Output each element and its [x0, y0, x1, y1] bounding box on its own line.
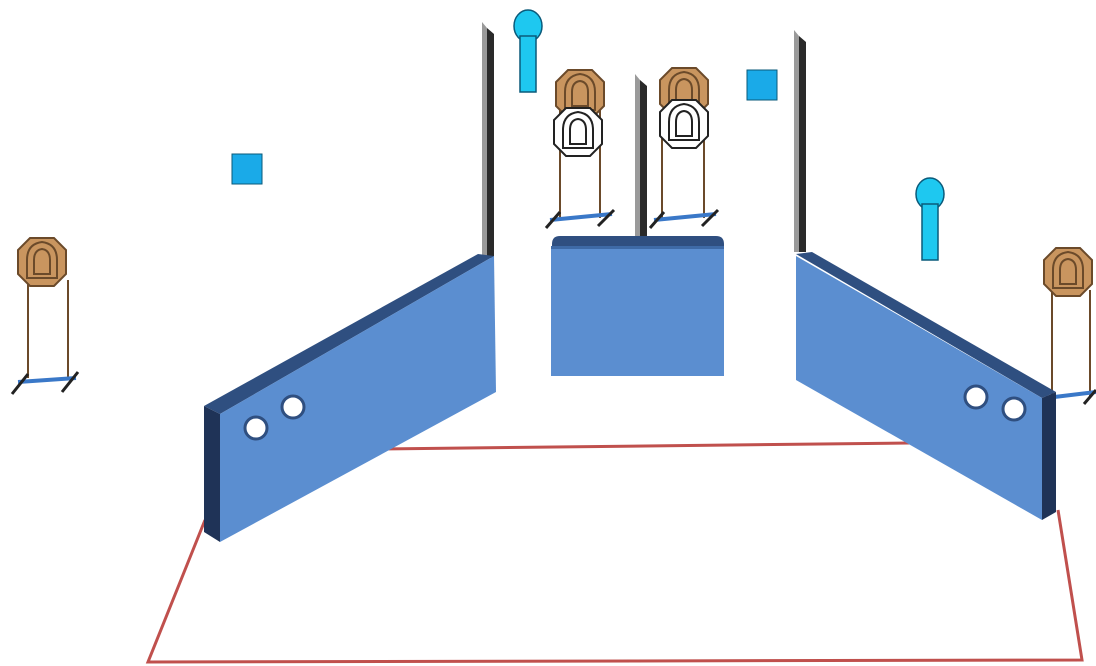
steel-plate-icon — [231, 153, 263, 185]
shooting-port — [243, 415, 269, 441]
shooting-port — [280, 394, 306, 420]
popper-icon — [915, 177, 945, 261]
target-stand — [10, 280, 80, 395]
no-shoot-target-icon — [659, 99, 709, 149]
no-shoot-target-icon — [553, 107, 603, 157]
popper-icon — [513, 9, 543, 93]
shooting-port — [1001, 396, 1027, 422]
barricade-wall-center — [551, 236, 724, 376]
barricade-wall-left — [204, 254, 496, 542]
vertical-wall-right — [794, 30, 806, 252]
paper-target-icon — [1043, 247, 1093, 297]
steel-plate-icon — [746, 69, 778, 101]
fault-line-inner — [379, 441, 911, 451]
fault-line — [145, 509, 1084, 664]
shooting-port — [963, 384, 989, 410]
target-stand — [1045, 290, 1096, 405]
vertical-wall-center — [635, 74, 647, 236]
vertical-wall-left — [482, 22, 494, 258]
barricade-wall-right — [796, 252, 1056, 520]
paper-target-icon — [17, 237, 67, 287]
